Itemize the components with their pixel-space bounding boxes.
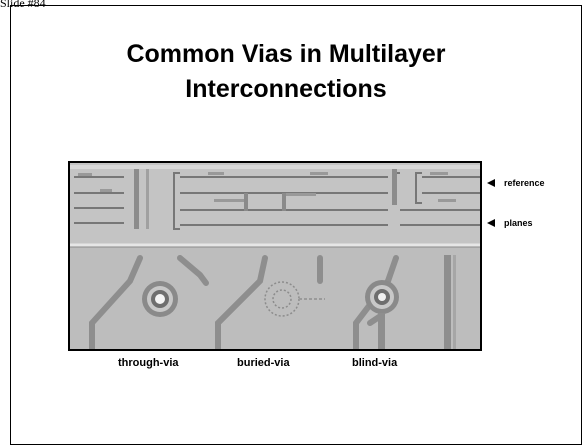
via-cross-section-figure: [68, 161, 482, 351]
via-illustration: [70, 163, 480, 349]
caption-through-via: through-via: [118, 357, 179, 369]
blind-via-barrel: [392, 169, 397, 205]
through-via-barrel: [134, 169, 139, 229]
slide-title-line1: Common Vias in Multilayer: [126, 40, 446, 68]
right-trace: [444, 255, 451, 349]
buried-via-barrel: [244, 193, 248, 211]
planes-label: planes: [487, 216, 533, 230]
reference-label: reference: [487, 176, 545, 190]
arrow-left-icon: [487, 219, 495, 227]
slide-title-line2: Interconnections: [185, 75, 387, 103]
left-stack: [74, 176, 124, 224]
blind-via-ring: [365, 280, 399, 314]
caption-blind-via: blind-via: [352, 357, 398, 369]
board-bottom: [70, 245, 480, 349]
arrow-left-icon: [487, 179, 495, 187]
through-via-ring: [142, 281, 178, 317]
caption-buried-via: buried-via: [237, 357, 290, 369]
